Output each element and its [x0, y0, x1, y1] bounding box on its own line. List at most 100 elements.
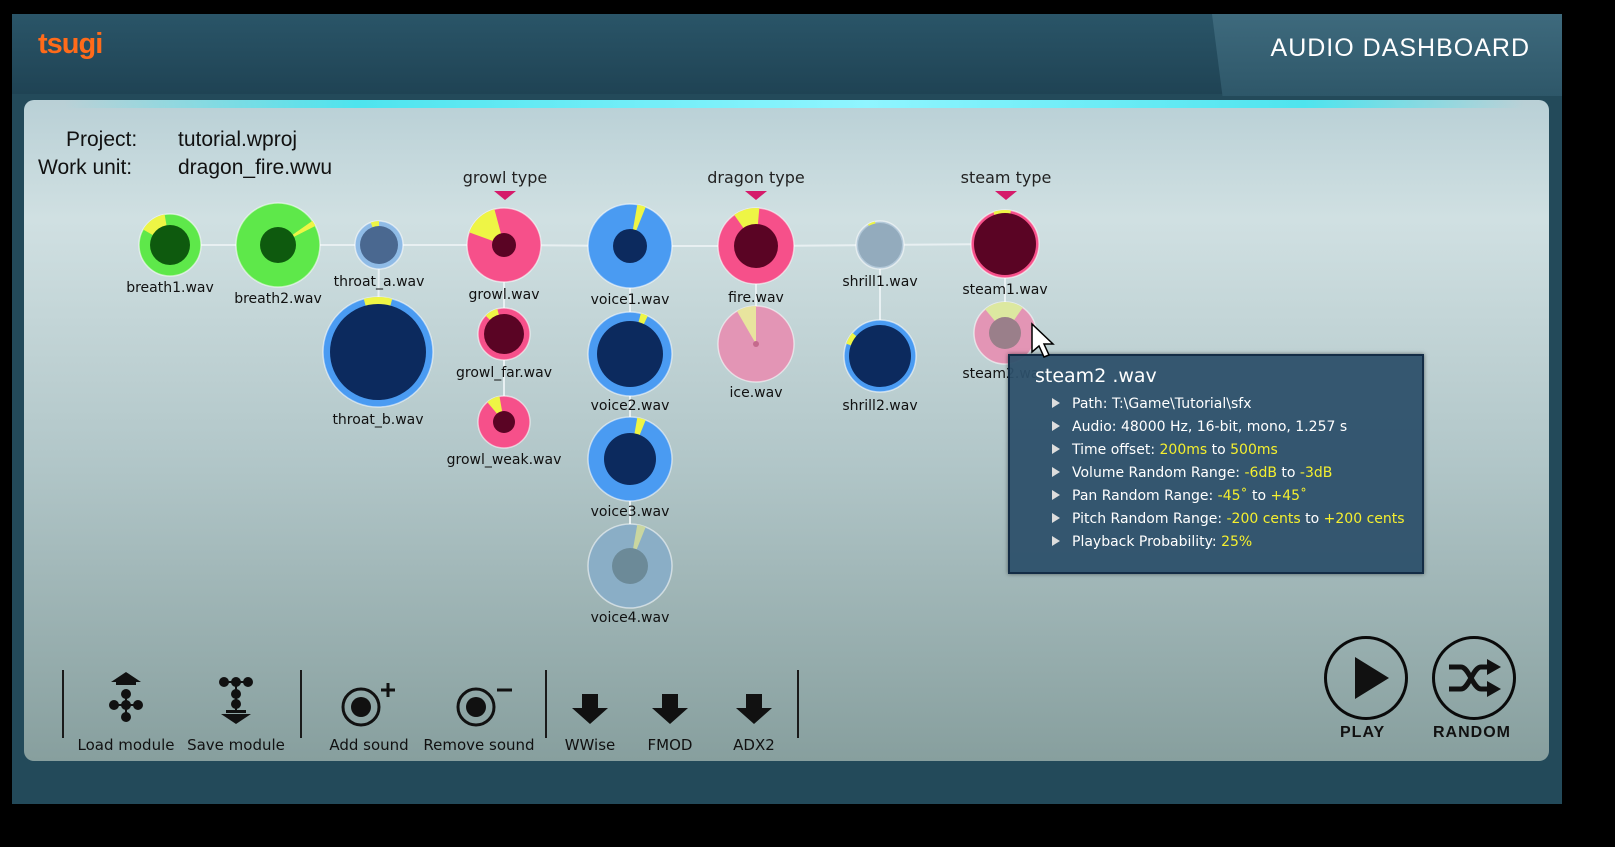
sound-node-label: growl_far.wav — [456, 365, 552, 381]
load-module-icon — [109, 672, 143, 722]
add-sound-icon — [341, 683, 395, 727]
bullet-arrow-icon — [1052, 513, 1060, 523]
sound-node[interactable]: voice4.wav — [587, 523, 673, 626]
sound-node-core — [492, 233, 516, 257]
fmod-label: FMOD — [647, 736, 693, 754]
project-value: tutorial.wproj — [178, 128, 298, 151]
sound-info-tooltip: steam2 .wav Path: T:\Game\Tutorial\sfx A… — [1008, 354, 1424, 574]
sound-node[interactable]: throat_b.wav — [322, 296, 434, 428]
tooltip-path-row: Path: T:\Game\Tutorial\sfx — [1052, 396, 1251, 412]
sound-node-core — [260, 227, 296, 263]
sound-node-marker — [469, 209, 504, 245]
wwise-label: WWise — [564, 736, 616, 754]
sound-node-label: growl_weak.wav — [447, 452, 562, 468]
tooltip-pan-row: Pan Random Range: -45˚ to +45˚ — [1052, 488, 1307, 504]
load-module-button[interactable]: Load module — [76, 670, 176, 760]
download-arrow-icon — [572, 694, 608, 724]
bullet-arrow-icon — [1052, 421, 1060, 431]
sound-node-label: voice2.wav — [591, 398, 670, 414]
bullet-arrow-icon — [1052, 467, 1060, 477]
sound-node-core — [330, 304, 426, 400]
play-button[interactable] — [1324, 636, 1408, 720]
group-marker-icon — [995, 191, 1017, 200]
tooltip-volume-row: Volume Random Range: -6dB to -3dB — [1052, 465, 1332, 481]
sound-node[interactable]: steam1.wav — [962, 209, 1048, 298]
sound-node-label: breath1.wav — [126, 280, 214, 296]
remove-sound-label: Remove sound — [423, 736, 535, 754]
sound-node-core — [604, 433, 656, 485]
remove-sound-button[interactable]: Remove sound — [420, 670, 538, 760]
tsugi-logo: tsugi — [38, 28, 103, 60]
sound-node[interactable]: steam2.wav — [962, 301, 1048, 382]
download-arrow-icon — [652, 694, 688, 724]
sound-node-label: voice3.wav — [591, 504, 670, 520]
sound-node-label: shrill1.wav — [842, 274, 917, 290]
sound-node-label: voice4.wav — [591, 610, 670, 626]
mouse-cursor-icon — [1031, 322, 1055, 358]
sound-node[interactable]: voice2.wav — [587, 311, 673, 414]
tooltip-time-row: Time offset: 200ms to 500ms — [1052, 442, 1278, 458]
random-button[interactable] — [1432, 636, 1516, 720]
sound-node-core — [612, 548, 648, 584]
bullet-arrow-icon — [1052, 536, 1060, 546]
header-bar: tsugi AUDIO DASHBOARD — [12, 14, 1562, 96]
bullet-arrow-icon — [1052, 444, 1060, 454]
sound-node-label: shrill2.wav — [842, 398, 917, 414]
tooltip-pitch-row: Pitch Random Range: -200 cents to +200 c… — [1052, 511, 1405, 527]
sound-node[interactable]: breath2.wav — [234, 202, 322, 307]
sound-node-label: throat_a.wav — [334, 274, 425, 290]
group-label: growl type — [463, 168, 548, 187]
sound-node-label: fire.wav — [728, 290, 784, 306]
sound-node-core — [989, 317, 1021, 349]
sound-node-label: voice1.wav — [591, 292, 670, 308]
bullet-arrow-icon — [1052, 490, 1060, 500]
tooltip-title: steam2 .wav — [1035, 365, 1157, 387]
adx2-label: ADX2 — [733, 736, 775, 754]
work-unit-value: dragon_fire.wwu — [178, 156, 333, 179]
export-adx2-button[interactable]: ADX2 — [724, 670, 784, 760]
play-label: PLAY — [1340, 724, 1386, 741]
sound-node[interactable]: throat_a.wav — [334, 220, 425, 290]
project-label: Project: — [66, 128, 138, 151]
toolbar-separator — [797, 670, 799, 738]
app-window: tsugi AUDIO DASHBOARD Project: tutorial.… — [12, 14, 1562, 804]
bullet-arrow-icon — [1052, 398, 1060, 408]
export-fmod-button[interactable]: FMOD — [640, 670, 700, 760]
work-unit-label: Work unit: — [38, 156, 133, 179]
tooltip-audio-row: Audio: 48000 Hz, 16-bit, mono, 1.257 s — [1052, 419, 1347, 435]
sound-node[interactable]: voice1.wav — [587, 203, 673, 308]
load-module-label: Load module — [77, 736, 175, 754]
sound-node[interactable]: growl.wav — [466, 207, 542, 303]
sound-node[interactable]: voice3.wav — [587, 416, 673, 520]
sound-node[interactable]: breath1.wav — [126, 213, 214, 296]
sound-node[interactable]: fire.wav — [717, 207, 795, 306]
sound-node[interactable]: shrill1.wav — [842, 220, 918, 290]
toolbar-separator — [62, 670, 64, 738]
export-wwise-button[interactable]: WWise — [560, 670, 620, 760]
toolbar-separator — [545, 670, 547, 738]
sound-node[interactable]: ice.wav — [717, 305, 795, 401]
sound-node[interactable]: growl_far.wav — [456, 307, 552, 381]
group-label: steam type — [961, 168, 1052, 187]
sound-node-marker — [737, 306, 756, 344]
sound-node-label: growl.wav — [468, 287, 539, 303]
sound-node-core — [150, 225, 190, 265]
sound-node-core — [974, 213, 1036, 275]
sound-node-core — [734, 224, 778, 268]
sound-node-core — [849, 325, 911, 387]
shuffle-icon — [1449, 659, 1501, 697]
add-sound-button[interactable]: Add sound — [316, 670, 422, 760]
download-arrow-icon — [736, 694, 772, 724]
group-marker-icon — [494, 191, 516, 200]
save-module-button[interactable]: Save module — [186, 670, 286, 760]
sound-node-label: breath2.wav — [234, 291, 322, 307]
save-module-label: Save module — [187, 736, 285, 754]
play-icon — [1355, 657, 1389, 699]
app-title: AUDIO DASHBOARD — [1270, 34, 1530, 62]
sound-node[interactable]: growl_weak.wav — [447, 395, 562, 468]
random-label: RANDOM — [1433, 724, 1511, 741]
sound-node[interactable]: shrill2.wav — [842, 319, 918, 414]
sound-node-core — [597, 321, 663, 387]
